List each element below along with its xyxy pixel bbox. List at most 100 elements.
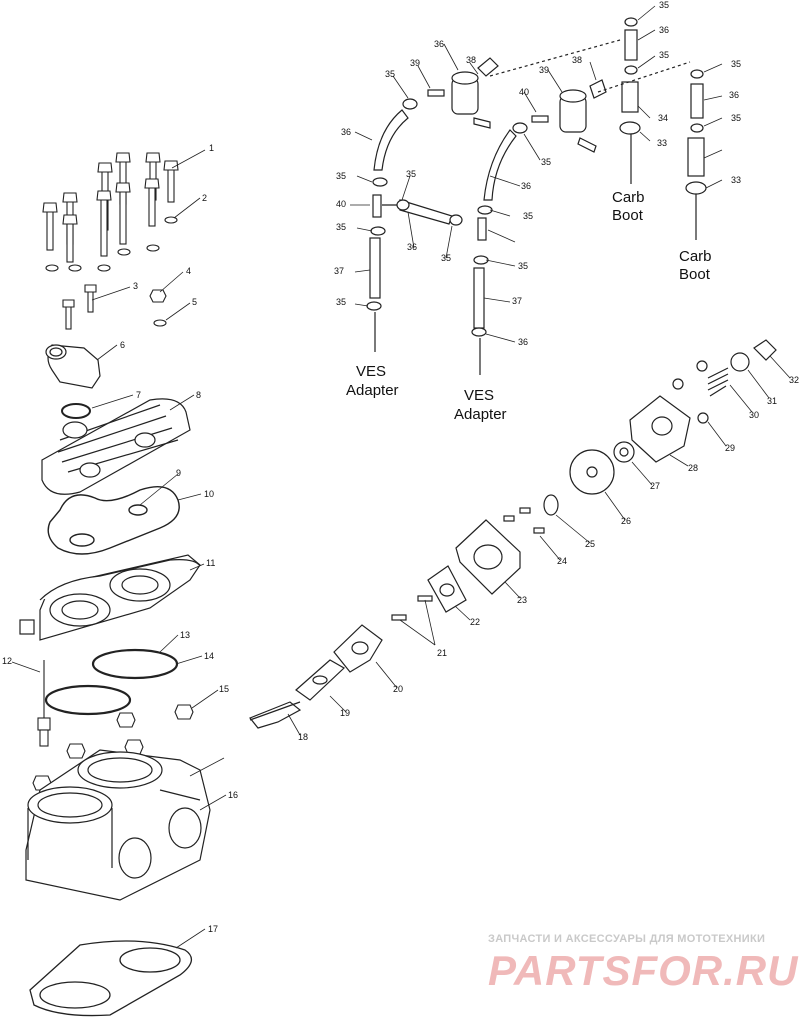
callout: 35	[336, 222, 346, 232]
carb-boot-label: Carb	[612, 189, 645, 206]
part-labels: Carb Boot Carb Boot VES Adapter VES Adap…	[346, 189, 712, 423]
callout-numbers: 1 2 3 4 5 6 7 8 9 10 11 12 13 14 15 16 1…	[2, 0, 799, 934]
callout: 39	[539, 65, 549, 75]
callout: 36	[341, 127, 351, 137]
callout: 36	[659, 25, 669, 35]
cylinder-block	[25, 749, 211, 901]
leader-lines-middle	[287, 355, 791, 736]
callout: 2	[202, 193, 207, 203]
carb-boot-label: Boot	[679, 266, 711, 283]
cylinder-head-cover	[41, 398, 191, 495]
temperature-sensor	[37, 660, 51, 747]
callout: 35	[659, 50, 669, 60]
washer	[97, 264, 111, 272]
callout: 35	[523, 211, 533, 221]
callout: 20	[393, 684, 403, 694]
callout: 14	[204, 651, 214, 661]
oil-injection-parts	[249, 339, 777, 729]
callout: 15	[219, 684, 229, 694]
callout: 21	[437, 648, 447, 658]
cylinder-o-ring	[44, 684, 132, 716]
callout: 35	[731, 59, 741, 69]
callout: 40	[336, 199, 346, 209]
callout: 35	[659, 0, 669, 10]
washer	[117, 248, 131, 256]
callout: 7	[136, 390, 141, 400]
washer	[164, 216, 178, 224]
callout: 35	[541, 157, 551, 167]
callout: 5	[192, 297, 197, 307]
bolt	[115, 182, 131, 245]
short-bolt	[84, 284, 97, 313]
callout: 25	[585, 539, 595, 549]
watermark-tagline: ЗАПЧАСТИ И АКСЕССУАРЫ ДЛЯ МОТОТЕХНИКИ	[488, 933, 765, 945]
head-gasket	[47, 486, 180, 555]
ves-adapter-label: Adapter	[454, 406, 507, 423]
o-ring	[61, 403, 91, 419]
callout: 9	[176, 468, 181, 478]
washer	[68, 264, 82, 272]
leader-lines-top	[350, 5, 723, 343]
bolt	[96, 190, 112, 257]
callout: 23	[517, 595, 527, 605]
head-bolts	[42, 152, 179, 330]
callout: 35	[731, 113, 741, 123]
carb-boot-label: Boot	[612, 207, 644, 224]
watermark: ЗАПЧАСТИ И АКСЕССУАРЫ ДЛЯ МОТОТЕХНИКИ PA…	[488, 933, 798, 994]
callout: 11	[206, 558, 215, 568]
ves-adapter-label: Adapter	[346, 382, 399, 399]
callout: 1	[209, 143, 214, 153]
bolt	[42, 202, 58, 251]
callout: 34	[658, 113, 668, 123]
cylinder-o-ring	[91, 648, 179, 680]
callout: 38	[466, 55, 476, 65]
callout: 35	[385, 69, 395, 79]
callout: 33	[731, 175, 741, 185]
cylinder-head	[19, 554, 201, 641]
callout: 38	[572, 55, 582, 65]
bolt	[62, 214, 78, 263]
callout: 35	[406, 169, 416, 179]
callout: 36	[521, 181, 531, 191]
callout: 35	[518, 261, 528, 271]
short-bolt	[62, 299, 75, 330]
callout: 16	[228, 790, 238, 800]
callout: 18	[298, 732, 308, 742]
callout: 32	[789, 375, 799, 385]
callout: 31	[767, 396, 777, 406]
ves-adapter-label: VES	[356, 363, 386, 380]
callout: 36	[729, 90, 739, 100]
carb-boot-label: Carb	[679, 248, 712, 265]
callout: 4	[186, 266, 191, 276]
callout: 24	[557, 556, 567, 566]
callout: 19	[340, 708, 350, 718]
callout: 37	[334, 266, 344, 276]
callout: 27	[650, 481, 660, 491]
washer	[146, 244, 160, 252]
callout: 13	[180, 630, 190, 640]
ves-adapter-label: VES	[464, 387, 494, 404]
callout: 35	[336, 297, 346, 307]
callout: 36	[434, 39, 444, 49]
callout: 40	[519, 87, 529, 97]
callout: 8	[196, 390, 201, 400]
callout: 22	[470, 617, 480, 627]
callout: 36	[407, 242, 417, 252]
callout: 33	[657, 138, 667, 148]
callout: 28	[688, 463, 698, 473]
callout: 3	[133, 281, 138, 291]
leader-lines-left	[11, 149, 227, 949]
callout: 36	[518, 337, 528, 347]
callout: 26	[621, 516, 631, 526]
callout: 17	[208, 924, 218, 934]
callout: 6	[120, 340, 125, 350]
washer	[45, 264, 59, 272]
callout: 37	[512, 296, 522, 306]
thermostat-housing	[45, 344, 101, 389]
callout: 35	[336, 171, 346, 181]
bolt	[163, 160, 179, 203]
base-gasket	[29, 940, 192, 1017]
callout: 39	[410, 58, 420, 68]
